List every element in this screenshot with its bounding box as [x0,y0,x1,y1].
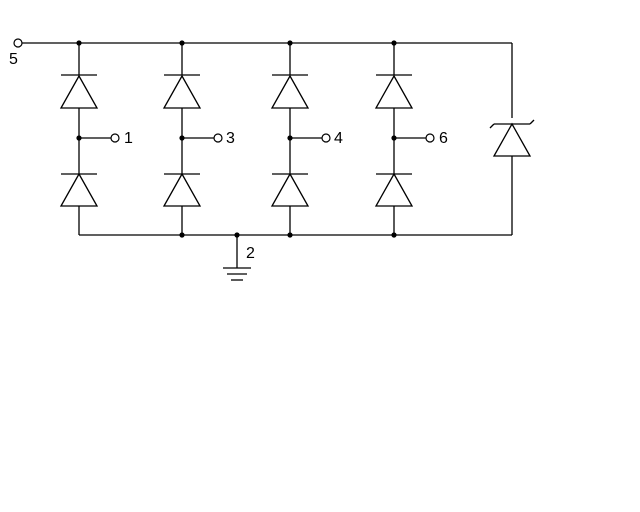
diode-column-3 [162,40,214,238]
pin-label-3: 3 [226,130,235,147]
terminal-4 [321,133,331,143]
diode-upper-1 [59,74,99,109]
pin-label-4: 4 [334,130,343,147]
pin-label-2: 2 [246,245,255,262]
terminal-1 [110,133,120,143]
tvs-diode [489,119,535,157]
diode-upper-3 [162,74,202,109]
pin-label-5: 5 [9,51,18,68]
diode-lower-4 [270,172,310,207]
diode-column-6 [374,40,426,238]
diode-column-1 [59,40,111,235]
terminal-6 [425,133,435,143]
diode-lower-1 [59,172,99,207]
terminal-5 [13,38,23,48]
pin-label-1: 1 [124,130,133,147]
diode-lower-6 [374,172,414,207]
diode-upper-4 [270,74,310,109]
diode-upper-6 [374,74,414,109]
ground-symbol [223,232,251,281]
diode-lower-3 [162,172,202,207]
pin-label-6: 6 [439,130,448,147]
diode-column-4 [270,40,322,238]
terminal-3 [213,133,223,143]
